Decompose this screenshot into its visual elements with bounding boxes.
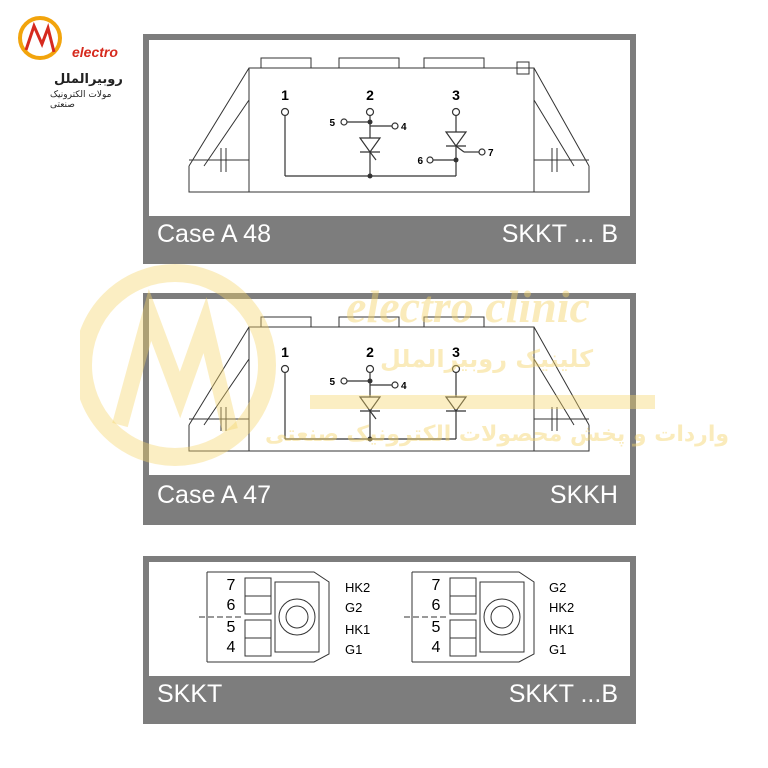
gate-label-4: 4 (401, 122, 407, 133)
panel-case-a47: 1 2 3 5 4 Case A 47 SKKH (143, 293, 636, 525)
panel-case-a48: 1 2 3 5 4 6 7 Case A 48 SKKT ... B (143, 34, 636, 264)
case-a48-diagram: 1 2 3 5 4 6 7 (188, 57, 590, 193)
terminal-1-label: 1 (281, 344, 289, 360)
gate-label-4: 4 (401, 381, 407, 392)
terminal-2-label: 2 (366, 344, 374, 360)
model-label-right: SKKT ...B (508, 680, 618, 708)
left-signal-2: G2 (345, 600, 362, 615)
right-signal-1: G2 (549, 580, 566, 595)
left-pin-4: 4 (227, 639, 236, 656)
right-signal-3: HK1 (549, 622, 574, 637)
right-signal-4: G1 (549, 642, 566, 657)
gate-label-7: 7 (488, 148, 494, 159)
terminal-1-label: 1 (281, 87, 289, 103)
terminal-3-label: 3 (452, 344, 460, 360)
logo-brand: electro (72, 44, 118, 60)
terminal-2-label: 2 (366, 87, 374, 103)
right-pin-5: 5 (432, 619, 441, 636)
gate-label-6: 6 (417, 156, 423, 167)
left-signal-4: G1 (345, 642, 362, 657)
model-label: SKKH (549, 481, 618, 509)
terminal-3-label: 3 (452, 87, 460, 103)
case-label: Case A 47 (157, 481, 271, 509)
gate-label-5: 5 (329, 118, 335, 129)
logo-line1: روبیرالملل (54, 72, 123, 87)
gate-label-5: 5 (329, 377, 335, 388)
model-label-left: SKKT (157, 680, 223, 708)
pinout-diagram: 7 6 5 4 HK2 G2 HK1 G1 7 6 5 4 G2 HK2 HK1… (199, 571, 574, 663)
logo-line2: مولات الکترونیک صنعتی (50, 90, 112, 110)
panel-drawing-area: 1 2 3 5 4 (149, 299, 630, 475)
left-pin-6: 6 (227, 597, 236, 614)
left-signal-3: HK1 (345, 622, 370, 637)
logo: electro روبیرالملل مولات الکترونیک صنعتی (14, 14, 126, 110)
right-pin-6: 6 (432, 597, 441, 614)
panel-drawing-area: 7 6 5 4 HK2 G2 HK1 G1 7 6 5 4 G2 HK2 HK1… (149, 562, 630, 676)
case-label: Case A 48 (157, 220, 271, 248)
left-pin-5: 5 (227, 619, 236, 636)
right-signal-2: HK2 (549, 600, 574, 615)
case-a47-diagram: 1 2 3 5 4 (188, 316, 590, 452)
left-signal-1: HK2 (345, 580, 370, 595)
model-label: SKKT ... B (501, 220, 618, 248)
left-pin-7: 7 (227, 577, 236, 594)
panel-drawing-area: 1 2 3 5 4 6 7 (149, 40, 630, 216)
panel-pinout: 7 6 5 4 HK2 G2 HK1 G1 7 6 5 4 G2 HK2 HK1… (143, 556, 636, 724)
logo-mark-icon (18, 16, 62, 60)
right-pin-4: 4 (432, 639, 441, 656)
right-pin-7: 7 (432, 577, 441, 594)
